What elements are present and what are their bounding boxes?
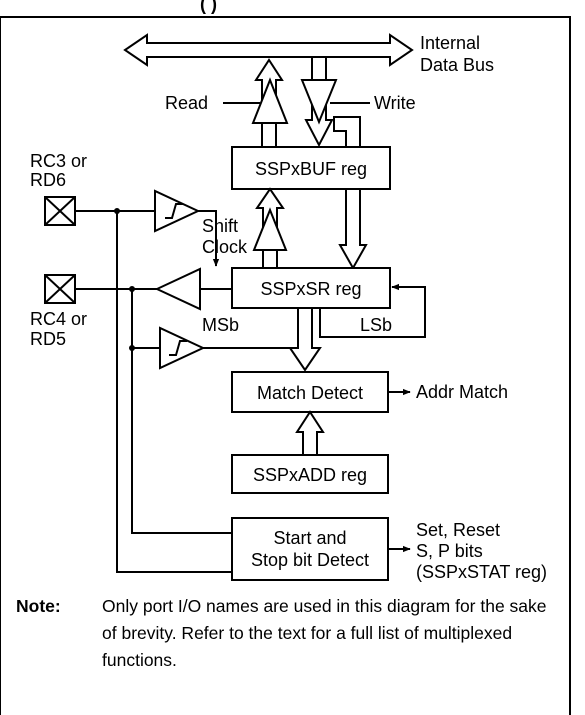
internal-data-bus-arrow bbox=[123, 33, 414, 67]
pin-upper-label-1: RC3 or bbox=[30, 151, 87, 171]
status-output-label-1: Set, Reset bbox=[416, 520, 500, 540]
pin-upper-label-2: RD6 bbox=[30, 170, 66, 190]
internal-data-bus-label-2: Data Bus bbox=[420, 55, 494, 75]
lsb-label: LSb bbox=[360, 315, 392, 335]
read-buffer-triangle bbox=[251, 77, 289, 124]
shift-clock-label-1: Shift bbox=[202, 216, 238, 236]
sspxadd-reg-label: SSPxADD reg bbox=[253, 465, 367, 485]
pin-lower-label-1: RC4 or bbox=[30, 309, 87, 329]
clipped-title: ( ) bbox=[200, 0, 217, 14]
clock-schmitt-buffer bbox=[154, 189, 201, 233]
write-buffer-triangle bbox=[300, 79, 338, 125]
internal-data-bus-label-1: Internal bbox=[420, 33, 480, 53]
sr-to-match-arrow bbox=[288, 307, 322, 372]
data-output-buffer bbox=[154, 267, 201, 311]
data-schmitt-icon bbox=[169, 340, 187, 356]
data-input-schmitt-buffer bbox=[159, 326, 206, 370]
sspxsr-reg-label: SSPxSR reg bbox=[260, 279, 361, 299]
read-label: Read bbox=[165, 93, 208, 113]
shift-clock-line bbox=[198, 210, 220, 267]
sspxbuf-reg-label: SSPxBUF reg bbox=[255, 159, 367, 179]
start-stop-detect-label-1: Start and bbox=[273, 528, 346, 548]
shift-clock-label-2: Clock bbox=[202, 237, 248, 257]
start-stop-detect-label-2: Stop bit Detect bbox=[251, 550, 369, 570]
clock-to-start-stop-line bbox=[116, 211, 232, 573]
bus-to-sr-arrow bbox=[333, 116, 368, 271]
lsb-feedback-line bbox=[319, 283, 426, 338]
msb-label: MSb bbox=[202, 315, 239, 335]
pin-lower-label-2: RD5 bbox=[30, 329, 66, 349]
addr-match-label: Addr Match bbox=[416, 382, 508, 402]
match-detect-label: Match Detect bbox=[257, 383, 363, 403]
pin-upper-pad bbox=[44, 196, 76, 226]
data-to-start-stop-line bbox=[131, 348, 232, 534]
sspxbuf-reg-block bbox=[231, 146, 391, 190]
sspxadd-reg-block bbox=[231, 454, 389, 494]
clock-schmitt-icon bbox=[165, 203, 183, 219]
status-output-label-2: S, P bits bbox=[416, 541, 483, 561]
note-text: Only port I/O names are used in this dia… bbox=[102, 596, 547, 670]
data-input-line bbox=[131, 289, 160, 349]
start-stop-detect-block bbox=[231, 517, 389, 581]
status-output-label-3: (SSPxSTAT reg) bbox=[416, 562, 547, 582]
figure-frame bbox=[0, 16, 571, 715]
write-label: Write bbox=[374, 93, 416, 113]
pin-lower-pad bbox=[44, 274, 76, 304]
note-label: Note: bbox=[16, 596, 61, 616]
add-to-match-arrow bbox=[295, 410, 325, 456]
sr-to-buf-buffer-triangle bbox=[252, 207, 288, 251]
